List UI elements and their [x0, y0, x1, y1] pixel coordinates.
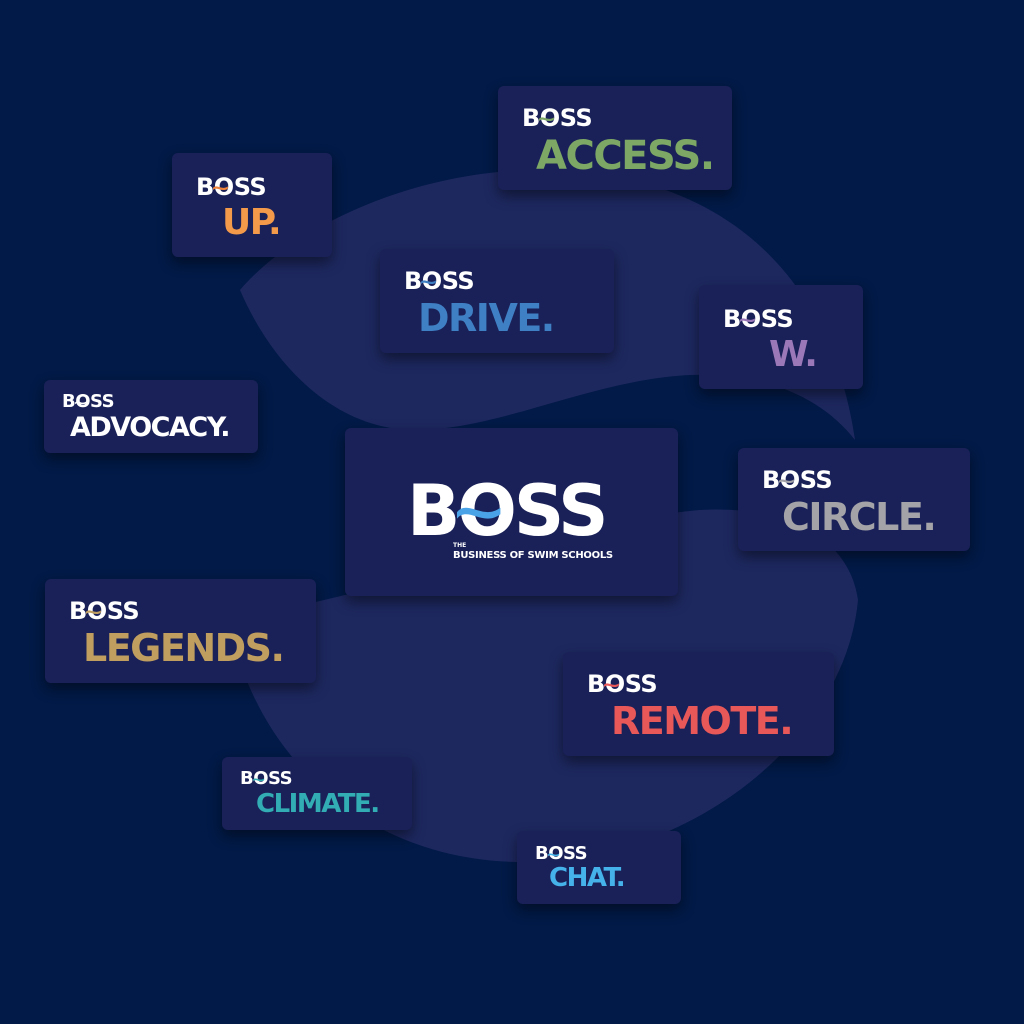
card-brand: BOSS — [69, 597, 140, 625]
brand-o-swoosh-icon — [74, 401, 87, 405]
card-word: ADVOCACY. — [70, 412, 231, 443]
card-word: UP. — [222, 202, 282, 243]
card-brand: BOSS — [240, 768, 293, 789]
card-brand: BOSS — [196, 173, 267, 201]
card-brand: BOSS — [535, 843, 588, 864]
card-word: CLIMATE. — [256, 789, 380, 819]
card-word: REMOTE. — [611, 699, 794, 743]
card-brand: BOSS — [522, 104, 593, 132]
main-tagline-small: THE — [453, 542, 467, 549]
card-brand: BOSS — [723, 305, 794, 333]
boss-w-card[interactable]: BOSS W. — [699, 285, 863, 389]
boss-access-card[interactable]: BOSS ACCESS. — [498, 86, 732, 190]
brand-o-swoosh-icon — [604, 683, 620, 687]
boss-drive-card[interactable]: BOSS DRIVE. — [380, 249, 614, 353]
boss-climate-card[interactable]: BOSS CLIMATE. — [222, 757, 412, 830]
card-word: ACCESS. — [536, 133, 715, 179]
brand-o-swoosh-icon — [539, 117, 555, 121]
main-brand: BOSS — [407, 470, 609, 552]
card-word: LEGENDS. — [83, 626, 285, 670]
brand-o-swoosh-icon — [86, 610, 102, 614]
brand-o-swoosh-icon — [421, 280, 437, 284]
brand-o-swoosh-icon — [547, 853, 560, 857]
brand-o-swoosh-icon — [252, 778, 265, 782]
boss-main-logo-card[interactable]: BOSS THE BUSINESS OF SWIM SCHOOLS — [345, 428, 678, 596]
boss-remote-card[interactable]: BOSS REMOTE. — [563, 652, 834, 756]
card-brand: BOSS — [62, 391, 115, 412]
boss-up-card[interactable]: BOSS UP. — [172, 153, 332, 257]
brand-o-swoosh-icon — [740, 318, 756, 322]
brand-o-swoosh-icon — [457, 508, 501, 519]
boss-legends-card[interactable]: BOSS LEGENDS. — [45, 579, 316, 683]
card-word: CIRCLE. — [782, 495, 937, 539]
card-brand: BOSS — [404, 267, 475, 295]
brand-o-swoosh-icon — [213, 186, 229, 190]
card-word: DRIVE. — [418, 296, 555, 340]
brand-o-swoosh-icon — [779, 479, 795, 483]
main-tagline: BUSINESS OF SWIM SCHOOLS — [453, 550, 613, 561]
boss-chat-card[interactable]: BOSS CHAT. — [517, 831, 681, 904]
boss-circle-card[interactable]: BOSS CIRCLE. — [738, 448, 970, 551]
card-brand: BOSS — [762, 466, 833, 494]
card-word: CHAT. — [549, 863, 626, 893]
card-word: W. — [769, 334, 818, 375]
boss-advocacy-card[interactable]: BOSS ADVOCACY. — [44, 380, 258, 453]
card-brand: BOSS — [587, 670, 658, 698]
